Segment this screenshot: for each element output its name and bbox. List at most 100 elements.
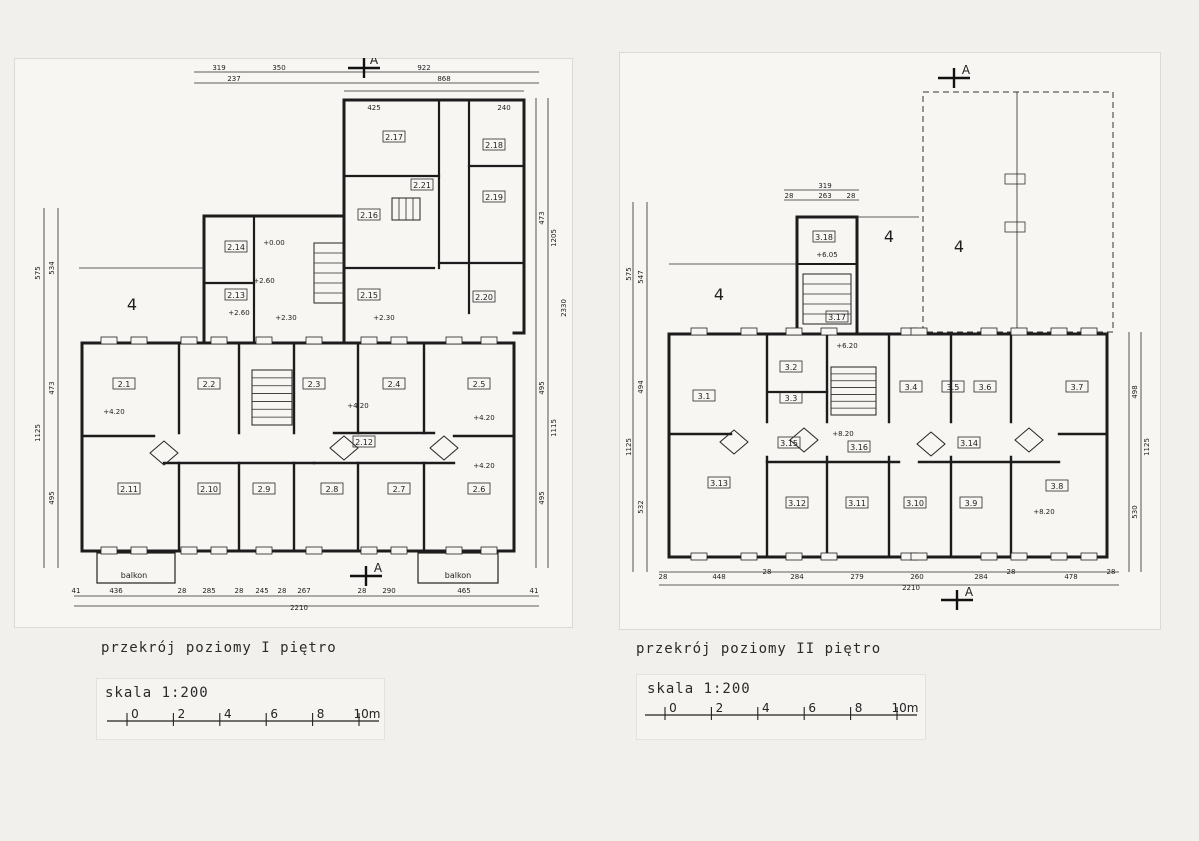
level-mark: +6.20 — [836, 342, 857, 350]
section-marker-label: A — [965, 585, 974, 599]
level-mark: +8.20 — [832, 430, 853, 438]
room-number: 3.17 — [828, 313, 846, 322]
scale-title-second: skala 1:200 — [647, 681, 751, 697]
room-number: 2.18 — [485, 141, 503, 150]
dimension-label: 425 — [367, 104, 380, 112]
dimension-label: 319 — [818, 182, 831, 190]
dimension-label: 240 — [497, 104, 510, 112]
corridor-arch — [329, 435, 359, 461]
room-number: 2.21 — [413, 181, 431, 190]
dimension-label: 260 — [910, 573, 923, 581]
room-tag-frame — [467, 482, 491, 495]
scale-tick-label: 4 — [224, 707, 232, 721]
dimension-label: 448 — [712, 573, 725, 581]
room-number: 2.20 — [475, 293, 493, 302]
plan-caption-first-floor: przekrój poziomy I piętro — [101, 640, 337, 656]
dimension-label: 495 — [48, 491, 56, 504]
courtyard-label: 4 — [127, 295, 137, 314]
room-tag-frame — [957, 436, 981, 449]
level-mark: +2.30 — [275, 314, 296, 322]
room-number: 2.3 — [308, 380, 321, 389]
dimension-label: 1205 — [550, 229, 558, 247]
dimension-label: 263 — [818, 192, 831, 200]
room-number: 2.5 — [473, 380, 486, 389]
level-mark: +4.20 — [103, 408, 124, 416]
room-number: 3.4 — [905, 383, 918, 392]
room-tag-frame — [825, 310, 849, 323]
room-number: 2.11 — [120, 485, 138, 494]
scale-tick-label: 6 — [270, 707, 278, 721]
room-number: 3.3 — [785, 394, 798, 403]
dimension-label: 498 — [1131, 385, 1139, 398]
window-symbol — [785, 327, 803, 336]
window-symbol — [180, 336, 198, 345]
staircase-outline — [802, 273, 852, 325]
room-number: 3.10 — [906, 499, 924, 508]
room-tag-frame — [224, 288, 248, 301]
dimension-label: 495 — [538, 491, 546, 504]
window-symbol — [390, 336, 408, 345]
room-number: 3.5 — [947, 383, 960, 392]
dimension-label: 28 — [235, 587, 244, 595]
room-tag-frame — [387, 482, 411, 495]
room-tag-frame — [1065, 380, 1089, 393]
room-tag-frame — [779, 391, 803, 404]
room-tag-frame — [382, 377, 406, 390]
room-tag-frame — [812, 230, 836, 243]
dimension-label: 473 — [538, 211, 546, 224]
room-number: 3.7 — [1071, 383, 1084, 392]
room-number: 2.10 — [200, 485, 218, 494]
room-number: 3.9 — [965, 499, 978, 508]
room-tag-frame — [352, 435, 376, 448]
scale-title-first: skala 1:200 — [105, 685, 209, 701]
level-mark: +4.20 — [473, 462, 494, 470]
window-symbol — [360, 336, 378, 345]
window-symbol — [130, 546, 148, 555]
level-mark: +8.20 — [1033, 508, 1054, 516]
room-tag-frame — [941, 380, 965, 393]
window-symbol — [1010, 552, 1028, 561]
window-symbol — [100, 336, 118, 345]
level-mark: +4.20 — [347, 402, 368, 410]
window-symbol — [785, 552, 803, 561]
room-tag-frame — [410, 178, 434, 191]
level-mark: +2.60 — [228, 309, 249, 317]
corridor-arch — [149, 440, 179, 466]
room-tag-frame — [357, 288, 381, 301]
dimension-label: 28 — [763, 568, 772, 576]
dimension-label: 28 — [785, 192, 794, 200]
window-symbol — [180, 546, 198, 555]
room-number: 2.12 — [355, 438, 373, 447]
window-symbol — [820, 552, 838, 561]
scale-tick-label: 0 — [131, 707, 139, 721]
room-number: 3.6 — [979, 383, 992, 392]
corridor-arch — [916, 431, 946, 457]
room-number: 2.17 — [385, 133, 403, 142]
window-symbol — [1010, 327, 1028, 336]
dimension-label: 1125 — [34, 424, 42, 442]
room-tag-frame — [785, 496, 809, 509]
courtyard-label: 4 — [884, 227, 894, 246]
corridor-arch — [1014, 427, 1044, 453]
room-tag-frame — [845, 496, 869, 509]
dimension-label: 1125 — [625, 438, 633, 456]
window-symbol — [255, 546, 273, 555]
window-symbol — [690, 327, 708, 336]
room-tag-frame — [302, 377, 326, 390]
level-mark: +0.00 — [263, 239, 284, 247]
scale-tick-label: 0 — [669, 701, 677, 715]
room-tag-frame — [320, 482, 344, 495]
room-tag-frame — [117, 482, 141, 495]
room-number: 3.2 — [785, 363, 798, 372]
room-tag-frame — [959, 496, 983, 509]
room-tag-frame — [973, 380, 997, 393]
dimension-label: 868 — [437, 75, 450, 83]
dimension-label: 28 — [358, 587, 367, 595]
dimension-label: 1115 — [550, 419, 558, 437]
room-number: 2.15 — [360, 291, 378, 300]
dimension-label: 534 — [48, 261, 56, 275]
courtyard-label: 4 — [714, 285, 724, 304]
window-symbol — [100, 546, 118, 555]
